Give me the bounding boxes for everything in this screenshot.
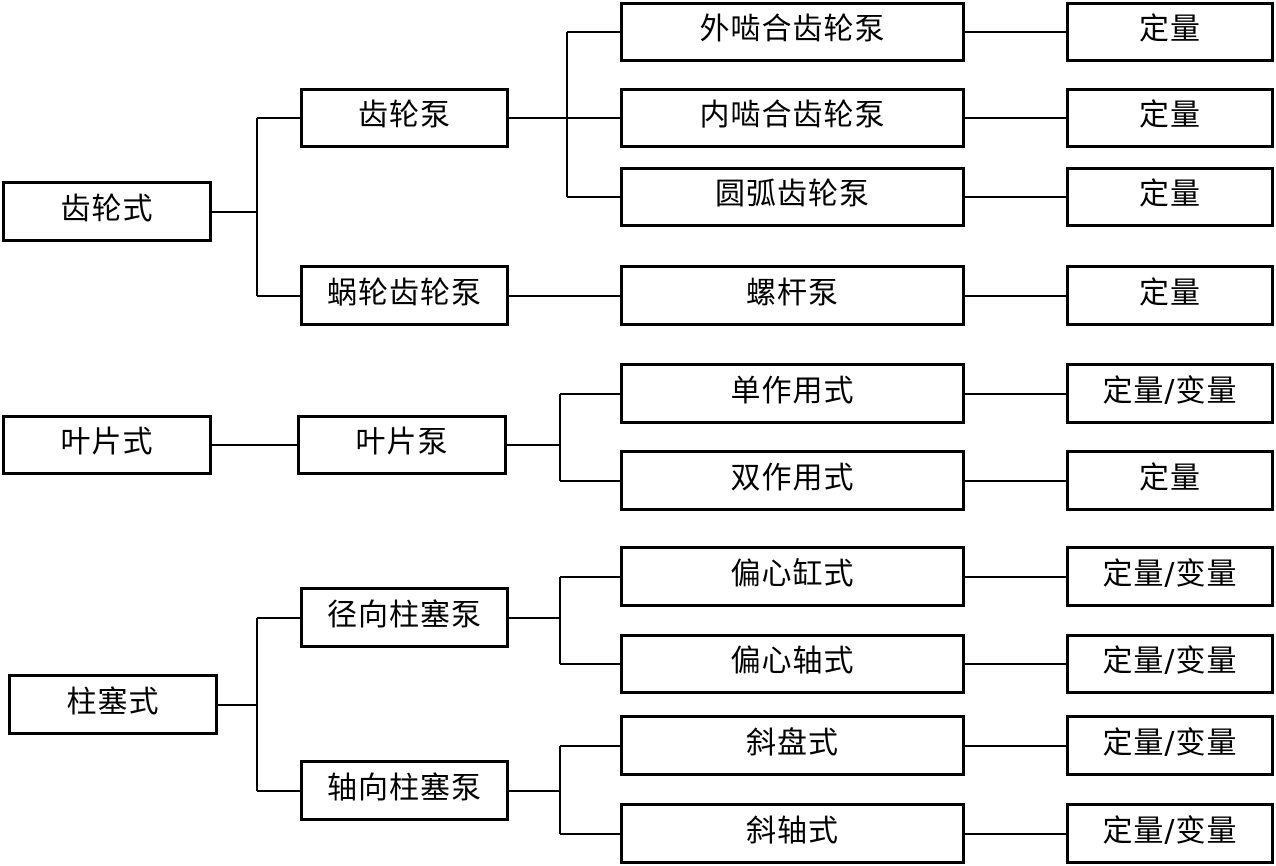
- variant-box-double-acting: 双作用式: [620, 450, 965, 511]
- displacement-box: 定量: [1066, 265, 1274, 326]
- displacement-box: 定量: [1066, 450, 1274, 511]
- displacement-box: 定量/变量: [1066, 715, 1274, 776]
- category-box-gear: 齿轮式: [2, 181, 212, 242]
- displacement-box: 定量: [1066, 88, 1274, 148]
- variant-box-bent-axis: 斜轴式: [620, 803, 965, 864]
- displacement-label: 定量/变量: [1102, 556, 1238, 592]
- pump-label: 径向柱塞泵: [327, 597, 482, 633]
- variant-box-swash-plate: 斜盘式: [620, 715, 965, 776]
- displacement-box: 定量: [1066, 2, 1274, 62]
- displacement-label: 定量/变量: [1102, 813, 1238, 849]
- variant-box-eccentric-cylinder: 偏心缸式: [620, 546, 965, 607]
- variant-label: 内啮合齿轮泵: [699, 98, 886, 133]
- displacement-box: 定量/变量: [1066, 803, 1274, 864]
- variant-label: 偏心轴式: [730, 644, 855, 679]
- pump-label: 齿轮泵: [358, 98, 451, 133]
- displacement-label: 定量/变量: [1102, 373, 1238, 409]
- pump-label: 叶片泵: [355, 425, 449, 460]
- variant-label: 外啮合齿轮泵: [699, 12, 886, 47]
- variant-box-arc-gear: 圆弧齿轮泵: [620, 167, 965, 227]
- pump-box-gear-pump: 齿轮泵: [300, 88, 509, 148]
- displacement-label: 定量/变量: [1102, 644, 1238, 679]
- pump-box-radial-piston-pump: 径向柱塞泵: [300, 587, 509, 648]
- variant-box-eccentric-shaft: 偏心轴式: [620, 634, 965, 694]
- displacement-label: 定量/变量: [1102, 725, 1238, 761]
- variant-box-internal-gear: 内啮合齿轮泵: [620, 88, 965, 148]
- pump-box-axial-piston-pump: 轴向柱塞泵: [300, 760, 509, 821]
- variant-label: 圆弧齿轮泵: [715, 177, 870, 212]
- displacement-label: 定量: [1139, 12, 1201, 47]
- variant-box-single-acting: 单作用式: [620, 363, 965, 424]
- pump-label: 轴向柱塞泵: [327, 770, 482, 806]
- variant-label: 螺杆泵: [746, 275, 839, 311]
- category-label: 柱塞式: [66, 684, 160, 720]
- variant-label: 双作用式: [730, 460, 855, 496]
- variant-box-screw-pump: 螺杆泵: [620, 265, 965, 326]
- variant-label: 斜盘式: [746, 725, 839, 761]
- variant-box-external-gear: 外啮合齿轮泵: [620, 2, 965, 62]
- displacement-label: 定量: [1139, 460, 1201, 496]
- pump-box-vane-pump: 叶片泵: [297, 415, 507, 475]
- category-box-piston: 柱塞式: [8, 674, 218, 735]
- displacement-label: 定量: [1139, 275, 1201, 311]
- variant-label: 单作用式: [730, 373, 855, 409]
- variant-label: 偏心缸式: [730, 556, 855, 592]
- displacement-box: 定量/变量: [1066, 634, 1274, 694]
- displacement-box: 定量/变量: [1066, 546, 1274, 607]
- displacement-box: 定量: [1066, 167, 1274, 227]
- displacement-label: 定量: [1139, 177, 1201, 212]
- category-label: 齿轮式: [60, 191, 154, 227]
- category-box-vane: 叶片式: [2, 415, 212, 475]
- pump-box-worm-gear-pump: 蜗轮齿轮泵: [300, 265, 509, 326]
- displacement-label: 定量: [1139, 98, 1201, 133]
- pump-label: 蜗轮齿轮泵: [327, 275, 482, 311]
- variant-label: 斜轴式: [746, 813, 839, 849]
- category-label: 叶片式: [60, 425, 154, 460]
- displacement-box: 定量/变量: [1066, 363, 1274, 424]
